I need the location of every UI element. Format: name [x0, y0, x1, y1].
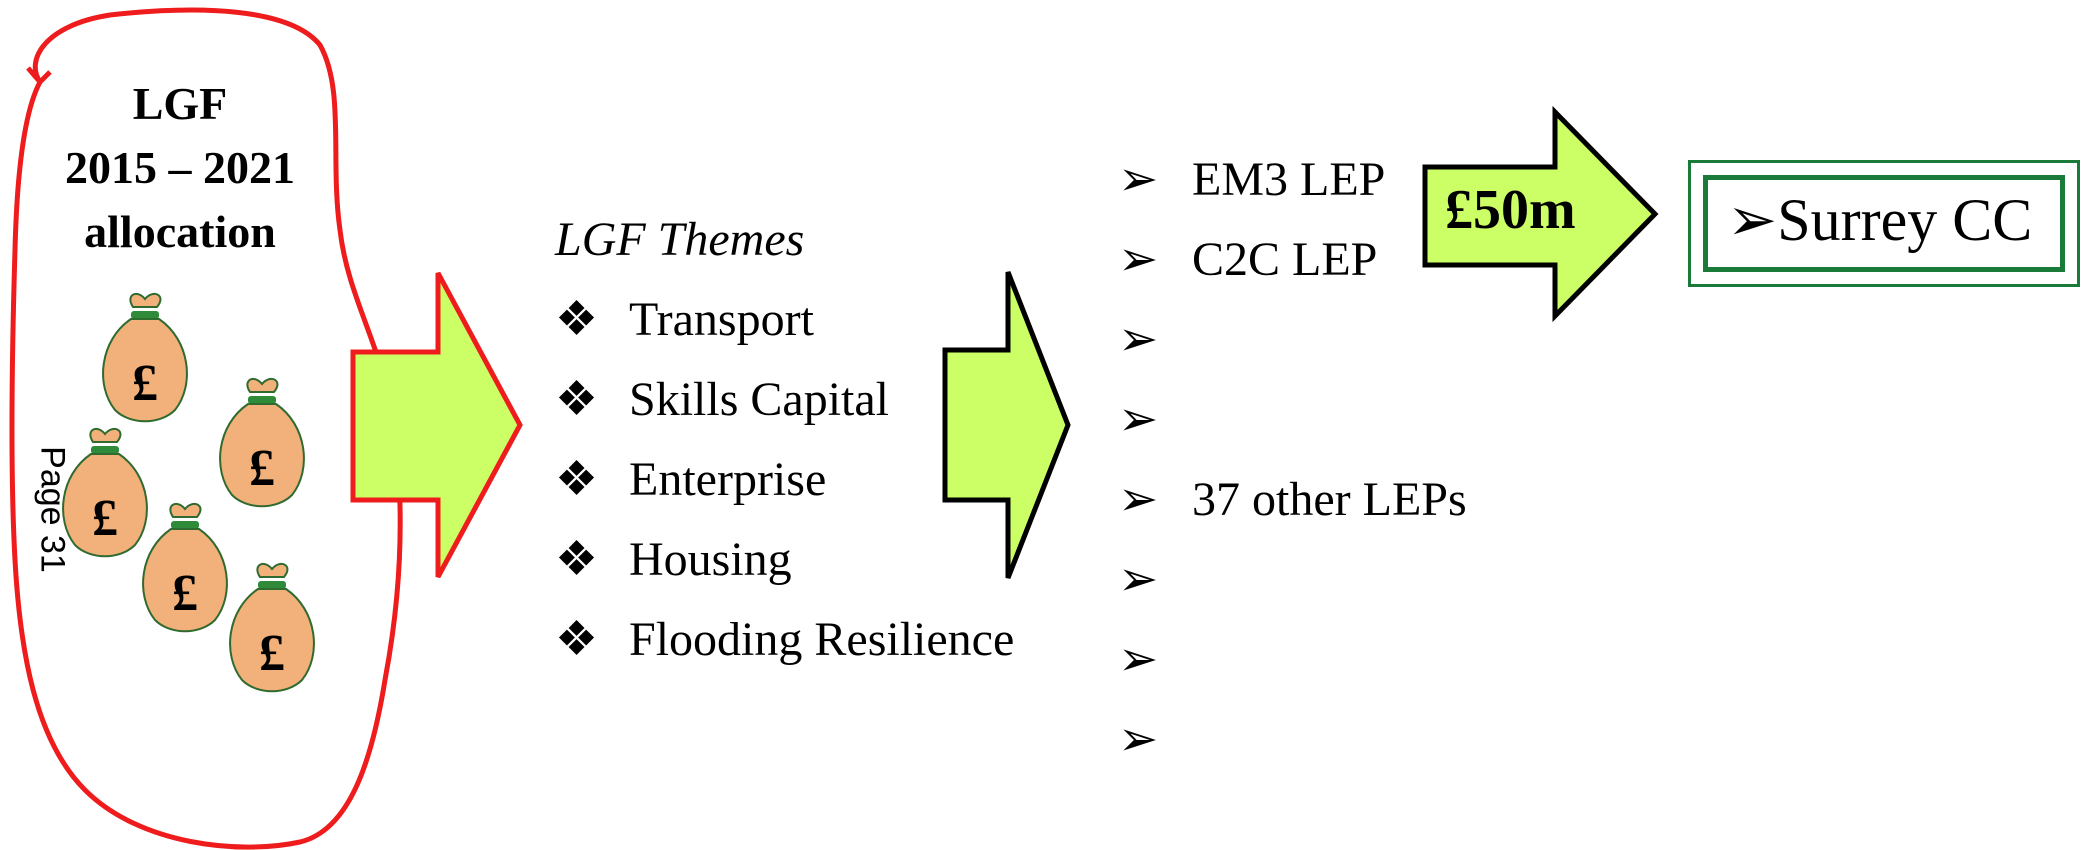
lep-item: ➢: [1118, 312, 1192, 368]
arrow-bullet-icon: ➢: [1118, 393, 1159, 446]
arrow-to-leps: [942, 271, 1071, 579]
money-bag-icon: £: [62, 427, 148, 558]
money-bag-icon: £: [102, 292, 188, 423]
recipient-box: ➢Surrey CC: [1688, 160, 2080, 287]
allocation-outline: [9, 7, 403, 850]
lep-item: ➢ EM3 LEP: [1118, 152, 1385, 208]
allocation-title-line: LGF: [132, 78, 228, 129]
diamond-bullet-icon: ❖: [555, 613, 599, 666]
theme-label: Enterprise: [629, 453, 827, 506]
lep-label: C2C LEP: [1192, 233, 1378, 286]
lep-item: ➢: [1118, 632, 1192, 688]
allocation-title-line: allocation: [84, 206, 276, 257]
allocation-title: LGF 2015 – 2021 allocation: [30, 72, 330, 264]
svg-text:£: £: [132, 355, 158, 412]
diamond-bullet-icon: ❖: [555, 373, 599, 426]
svg-text:£: £: [92, 490, 118, 547]
arrow-bullet-icon: ➢: [1118, 473, 1159, 526]
lep-label: EM3 LEP: [1192, 153, 1386, 206]
arrow-bullet-icon: ➢: [1727, 187, 1778, 253]
allocation-title-line: 2015 – 2021: [65, 142, 295, 193]
lep-item: ➢: [1118, 552, 1192, 608]
lep-item: ➢ 37 other LEPs: [1118, 472, 1467, 528]
money-bag-icon: £: [142, 502, 228, 633]
diamond-bullet-icon: ❖: [555, 533, 599, 586]
arrow-to-surrey: [1422, 105, 1659, 323]
money-bag-icon: £: [219, 377, 305, 508]
theme-item: ❖ Skills Capital: [555, 372, 889, 428]
arrow-bullet-icon: ➢: [1118, 633, 1159, 686]
arrow-bullet-icon: ➢: [1118, 153, 1159, 206]
arrow-bullet-icon: ➢: [1118, 313, 1159, 366]
svg-text:£: £: [172, 565, 198, 622]
arrow-bullet-icon: ➢: [1118, 713, 1159, 766]
theme-item: ❖ Flooding Resilience: [555, 612, 1014, 668]
svg-text:£: £: [249, 440, 275, 497]
theme-label: Transport: [629, 293, 814, 346]
recipient-box-inner: [1703, 175, 2065, 272]
money-bag-icon: £: [229, 562, 315, 693]
diamond-bullet-icon: ❖: [555, 293, 599, 346]
theme-label: Skills Capital: [629, 373, 890, 426]
lep-item: ➢ C2C LEP: [1118, 232, 1377, 288]
theme-label: Flooding Resilience: [629, 613, 1015, 666]
lep-item: ➢: [1118, 712, 1192, 768]
theme-label: Housing: [629, 533, 792, 586]
page-number-label: Page 31: [33, 446, 72, 573]
arrow-to-themes: [350, 271, 523, 579]
funding-amount: £50m: [1445, 179, 1576, 241]
theme-item: ❖ Transport: [555, 292, 814, 348]
arrow-bullet-icon: ➢: [1118, 233, 1159, 286]
lep-label: 37 other LEPs: [1192, 473, 1467, 526]
recipient-name: Surrey CC: [1777, 187, 2033, 253]
theme-item: ❖ Enterprise: [555, 452, 826, 508]
themes-heading: LGF Themes: [555, 213, 805, 266]
lep-item: ➢: [1118, 392, 1192, 448]
theme-item: ❖ Housing: [555, 532, 792, 588]
arrow-bullet-icon: ➢: [1118, 553, 1159, 606]
money-bags: £ £ £ £ £: [62, 292, 315, 693]
diamond-bullet-icon: ❖: [555, 453, 599, 506]
svg-text:£: £: [259, 625, 285, 682]
recipient-label: ➢Surrey CC: [1727, 185, 2032, 255]
